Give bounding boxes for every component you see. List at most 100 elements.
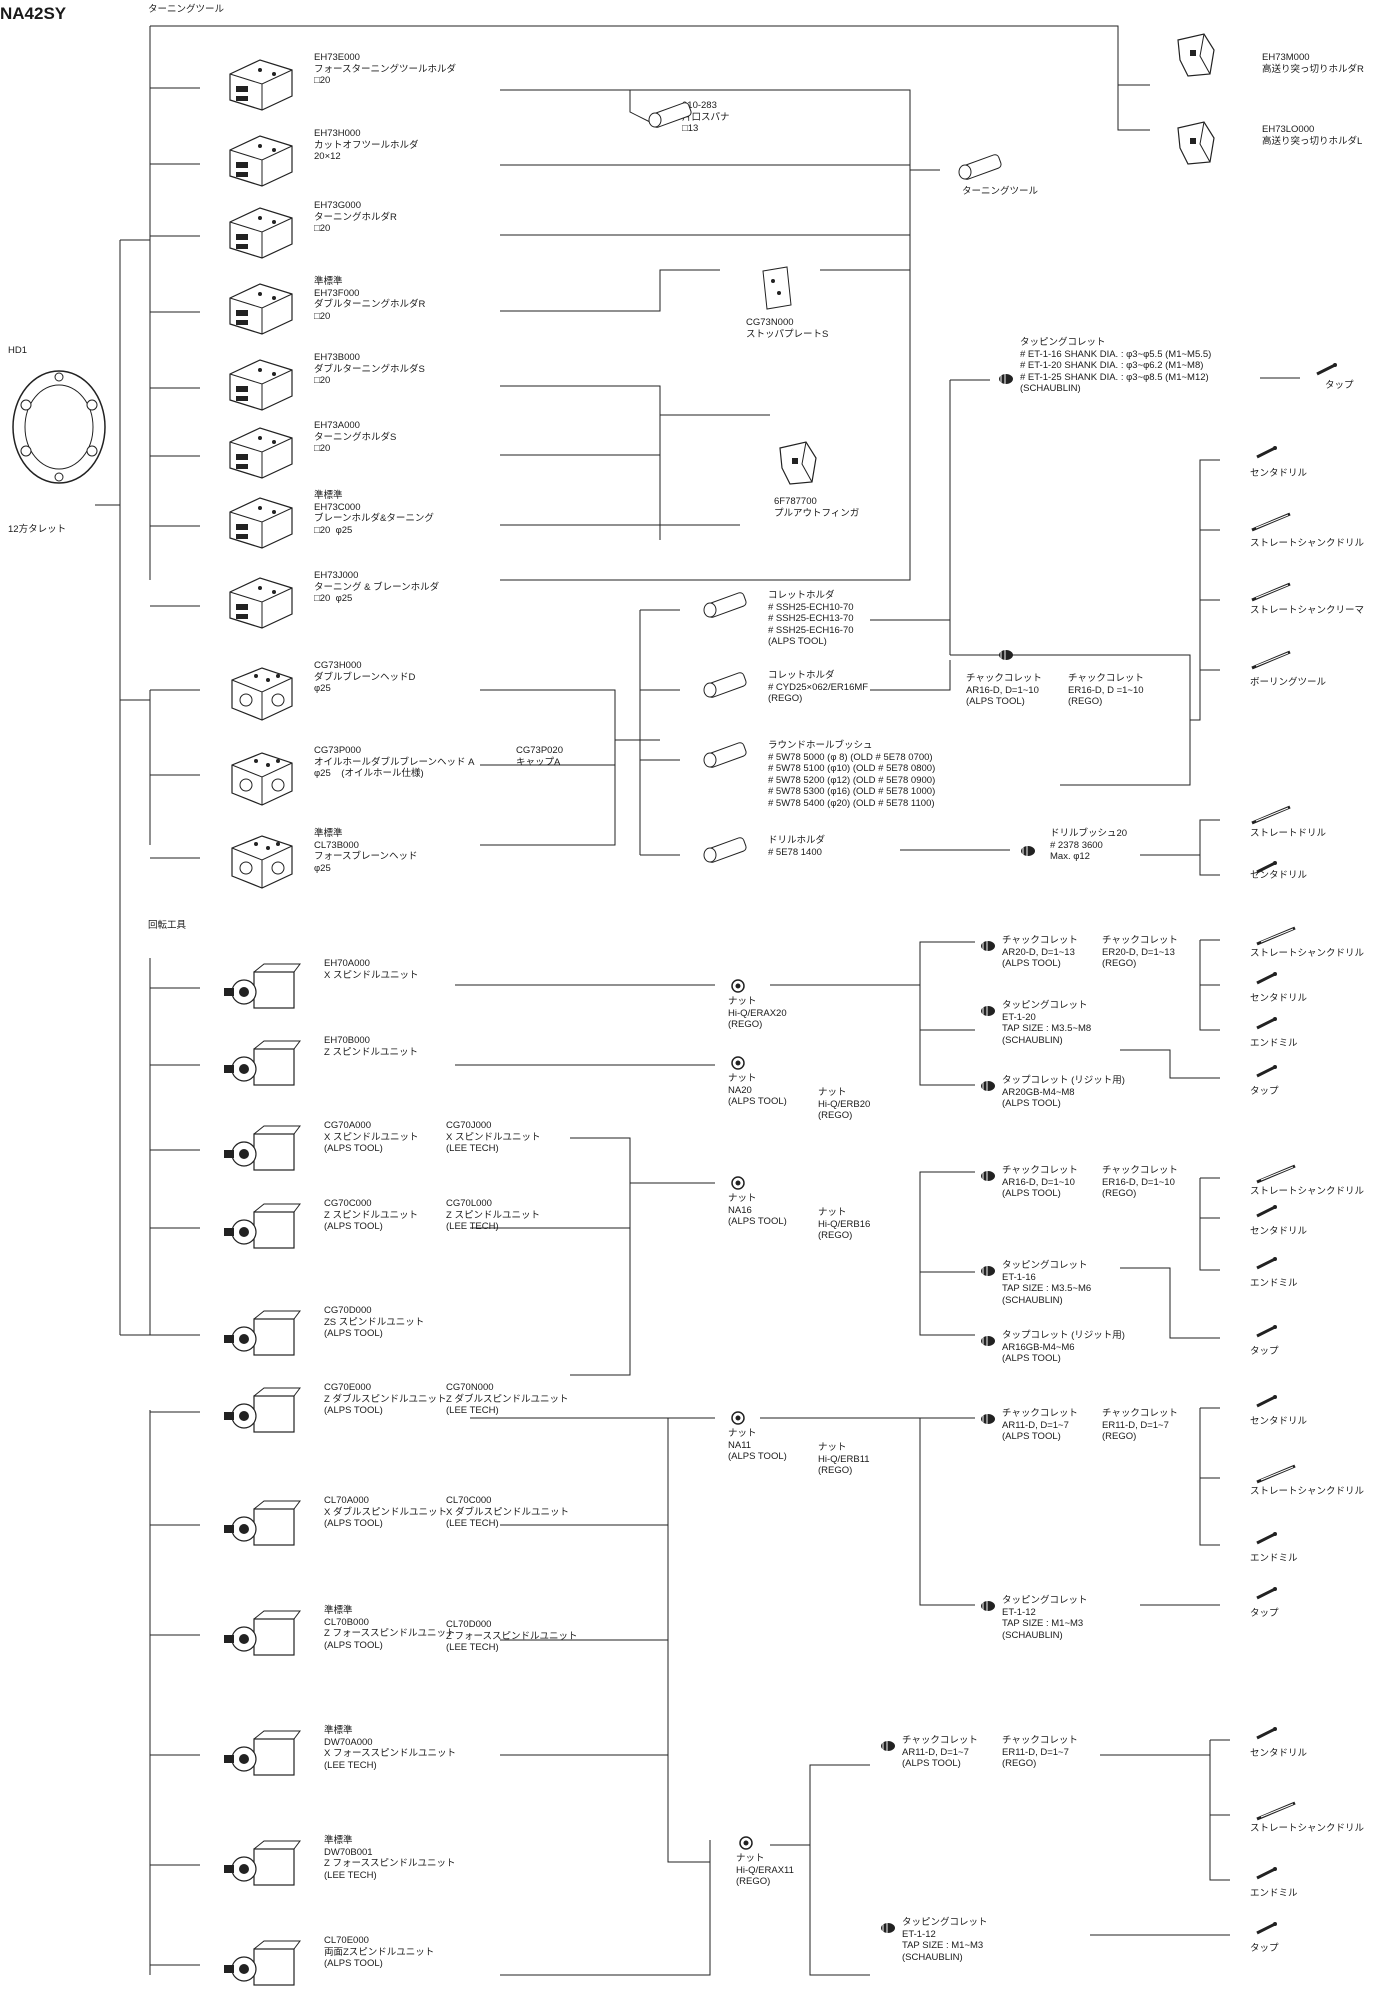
nut-image [730, 1055, 746, 1076]
label-line: 6F787700 [774, 496, 859, 508]
label-line: キャップA [516, 757, 563, 769]
collet-label: チャックコレットAR11-D, D=1~7(ALPS TOOL) [1002, 1408, 1078, 1443]
holder-label: 準標準EH73F000ダブルターニングホルダR□20 [314, 276, 425, 322]
turning-tool-label: ターニングツール [962, 186, 1038, 198]
end-tool-image [1255, 1586, 1279, 1605]
label-line: X フォーススピンドルユニット [324, 1748, 456, 1760]
connector-line [870, 660, 950, 690]
end-tool-label: センタドリル [1250, 1748, 1307, 1760]
label-line: (ALPS TOOL) [324, 1143, 418, 1155]
collet-holder-label: コレットホルダ# SSH25-ECH10-70# SSH25-ECH13-70#… [768, 590, 854, 648]
connector-line [920, 1172, 975, 1183]
label-line: DW70B001 [324, 1847, 455, 1859]
holder-label: 準標準EH73C000ブレーンホルダ&ターニング□20 φ25 [314, 490, 434, 536]
end-tool-label: タップ [1250, 1346, 1279, 1358]
label-line: チャックコレット [1102, 1165, 1178, 1177]
boring-label: ボーリングツール [1250, 677, 1326, 689]
label-line: CG70D000 [324, 1305, 424, 1317]
label-line: (ALPS TOOL) [324, 1958, 434, 1970]
connector-line [1190, 460, 1220, 720]
spindle-label: 準標準CL70B000Z フォーススピンドルユニット(ALPS TOOL) [324, 1605, 455, 1651]
label-line: # 5W78 5300 (φ16) (OLD # 5E78 1000) [768, 786, 935, 798]
label-line: ER16-D, D =1~10 [1068, 685, 1144, 697]
label-line: Hi-Q/ERAX11 [736, 1865, 794, 1877]
collet-image [980, 1412, 996, 1430]
label-line: □20 [314, 75, 456, 87]
label-line: (ALPS TOOL) [1002, 1098, 1125, 1110]
label-line: ターニングツール [962, 186, 1038, 198]
nut-label: ナットHi-Q/ERAX11(REGO) [736, 1853, 794, 1888]
spindle-image [220, 1305, 300, 1372]
end-tool-image [1255, 926, 1299, 951]
label-line: □20 [314, 443, 396, 455]
label-line: EH73A000 [314, 420, 396, 432]
pullout-label: 6F787700プルアウトフィンガ [774, 496, 859, 519]
label-line: EH70B000 [324, 1035, 418, 1047]
tap-image [1315, 362, 1339, 381]
label-line: ナット [818, 1442, 870, 1454]
boring-image [1250, 650, 1294, 675]
straight-drill-image [1250, 512, 1294, 537]
head-image [220, 828, 300, 895]
label-line: Z スピンドルユニット [446, 1210, 540, 1222]
head-image [220, 745, 300, 812]
label-line: Hi-Q/ERB20 [818, 1099, 870, 1111]
label-line: X スピンドルユニット [324, 1132, 418, 1144]
holder-image [220, 128, 300, 193]
spindle-alt-label: CL70D000Z フォーススピンドルユニット(LEE TECH) [446, 1619, 577, 1654]
cutoff-r-image [1170, 30, 1220, 85]
label-line: 準標準 [324, 1605, 455, 1617]
label-line: ER11-D, D=1~7 [1102, 1420, 1178, 1432]
spindle-image [220, 1725, 300, 1792]
end-tool-image [1255, 1464, 1299, 1489]
label-line: (REGO) [818, 1230, 870, 1242]
label-line: (SCHAUBLIN) [902, 1952, 988, 1964]
label-line: ET-1-16 [1002, 1272, 1091, 1284]
label-line: (ALPS TOOL) [1002, 1353, 1125, 1365]
label-line: # 5E78 1400 [768, 847, 825, 859]
label-line: チャックコレット [1068, 673, 1144, 685]
label-line: ドリルブッシュ20 [1050, 828, 1127, 840]
collet-label-b: チャックコレットER11-D, D=1~7(REGO) [1102, 1408, 1178, 1443]
label-line: (REGO) [736, 1876, 794, 1888]
spindle-label: CG70A000X スピンドルユニット(ALPS TOOL) [324, 1120, 418, 1155]
label-line: AR20-D, D=1~13 [1002, 947, 1078, 959]
label-line: EH73LO000 [1262, 124, 1362, 136]
chuck-collet-a: チャックコレットAR16-D, D=1~10(ALPS TOOL) [966, 673, 1042, 708]
label-line: (ALPS TOOL) [728, 1216, 787, 1228]
connector-line [920, 1272, 975, 1335]
label-line: AR11-D, D=1~7 [902, 1747, 978, 1759]
collet-holder-label: ドリルホルダ# 5E78 1400 [768, 835, 825, 858]
section-rotating: 回転工具 [148, 920, 186, 932]
connector-line [1120, 1268, 1220, 1338]
label-line: NA11 [728, 1440, 787, 1452]
label-line: EH73M000 [1262, 52, 1364, 64]
cutoff-l-image [1170, 118, 1220, 173]
label-line: チャックコレット [1002, 1165, 1078, 1177]
nut-label: ナットNA11(ALPS TOOL) [728, 1428, 787, 1463]
label-line: CL70D000 [446, 1619, 577, 1631]
label-line: ダブルターニングホルダS [314, 364, 425, 376]
label-line: (LEE TECH) [446, 1642, 577, 1654]
label-line: # SSH25-ECH10-70 [768, 602, 854, 614]
label-line: 準標準 [314, 828, 418, 840]
label-line: ターニングホルダS [314, 432, 396, 444]
connector-line [770, 1765, 870, 1845]
nut-alt-label: ナットHi-Q/ERB20(REGO) [818, 1087, 870, 1122]
label-line: 高送り突っ切りホルダL [1262, 136, 1362, 148]
label-line: X スピンドルユニット [324, 970, 418, 982]
label-line: タップコレット (リジット用) [1002, 1075, 1125, 1087]
label-line: φ25 (オイルホール仕様) [314, 768, 475, 780]
label-line: ZS スピンドルユニット [324, 1317, 424, 1329]
label-line: □20 φ25 [314, 593, 439, 605]
label-line: (ALPS TOOL) [728, 1451, 787, 1463]
label-line: チャックコレット [1002, 1408, 1078, 1420]
label-line: CG73H000 [314, 660, 415, 672]
collet-holder-label: ラウンドホールブッシュ# 5W78 5000 (φ 8) (OLD # 5E78… [768, 740, 935, 809]
label-line: AR16GB-M4~M6 [1002, 1342, 1125, 1354]
